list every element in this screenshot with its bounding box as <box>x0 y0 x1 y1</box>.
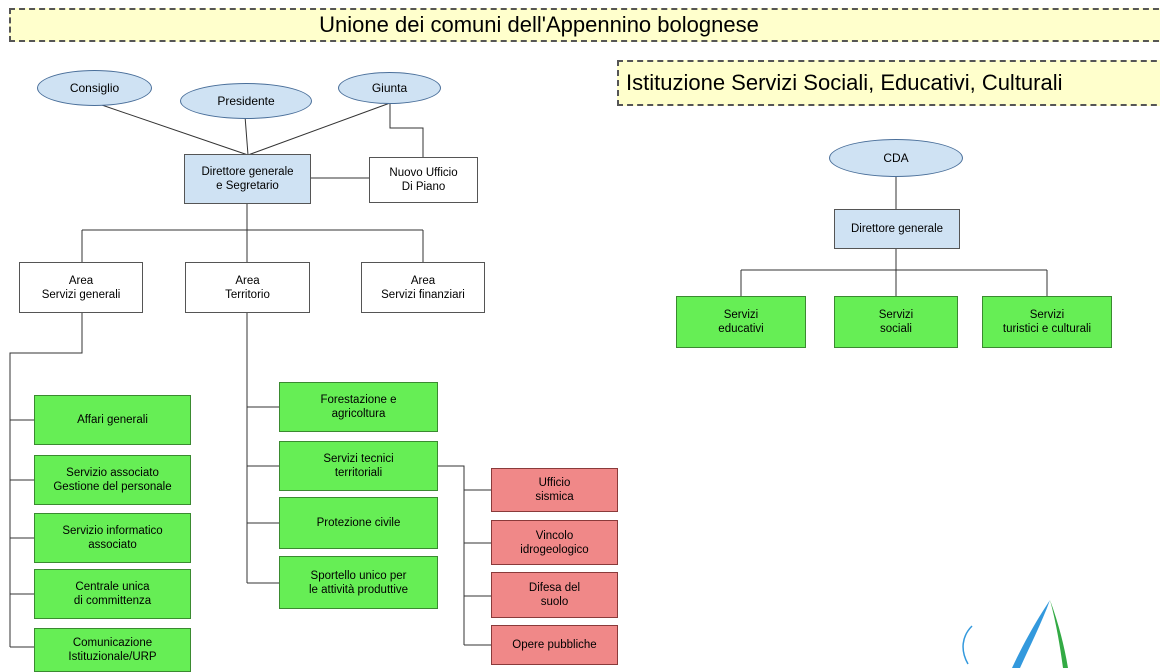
node-direttore-generale-segretario: Direttore generale e Segretario <box>184 154 311 204</box>
node-area-territorio: Area Territorio <box>185 262 310 313</box>
node-presidente: Presidente <box>180 83 312 119</box>
node-giunta: Giunta <box>338 72 441 104</box>
node-servizio-informatico: Servizio informatico associato <box>34 513 191 563</box>
istituzione-title-banner: Istituzione Servizi Sociali, Educativi, … <box>617 60 1160 106</box>
node-protezione-civile: Protezione civile <box>279 497 438 549</box>
logo <box>962 600 1068 668</box>
node-area-servizi-generali: Area Servizi generali <box>19 262 143 313</box>
main-title: Unione dei comuni dell'Appennino bologne… <box>319 12 759 37</box>
node-servizio-gestione-personale: Servizio associato Gestione del personal… <box>34 455 191 505</box>
node-comunicazione-urp: Comunicazione Istituzionale/URP <box>34 628 191 672</box>
node-servizi-sociali: Servizi sociali <box>834 296 958 348</box>
node-servizi-educativi: Servizi educativi <box>676 296 806 348</box>
node-sportello-unico: Sportello unico per le attività produtti… <box>279 556 438 609</box>
node-consiglio: Consiglio <box>37 70 152 106</box>
node-difesa-del-suolo: Difesa del suolo <box>491 572 618 618</box>
node-forestazione-agricoltura: Forestazione e agricoltura <box>279 382 438 432</box>
node-nuovo-ufficio-di-piano: Nuovo Ufficio Di Piano <box>369 157 478 203</box>
node-opere-pubbliche: Opere pubbliche <box>491 625 618 665</box>
node-servizi-turistici-culturali: Servizi turistici e culturali <box>982 296 1112 348</box>
node-affari-generali: Affari generali <box>34 395 191 445</box>
main-title-banner: Unione dei comuni dell'Appennino bologne… <box>9 8 1160 42</box>
node-centrale-unica-committenza: Centrale unica di committenza <box>34 569 191 619</box>
node-vincolo-idrogeologico: Vincolo idrogeologico <box>491 520 618 565</box>
node-area-servizi-finanziari: Area Servizi finanziari <box>361 262 485 313</box>
node-ufficio-sismica: Ufficio sismica <box>491 468 618 512</box>
node-istituzione-direttore-generale: Direttore generale <box>834 209 960 249</box>
node-cda: CDA <box>829 139 963 177</box>
node-servizi-tecnici-territoriali: Servizi tecnici territoriali <box>279 441 438 491</box>
istituzione-title: Istituzione Servizi Sociali, Educativi, … <box>626 70 1063 95</box>
